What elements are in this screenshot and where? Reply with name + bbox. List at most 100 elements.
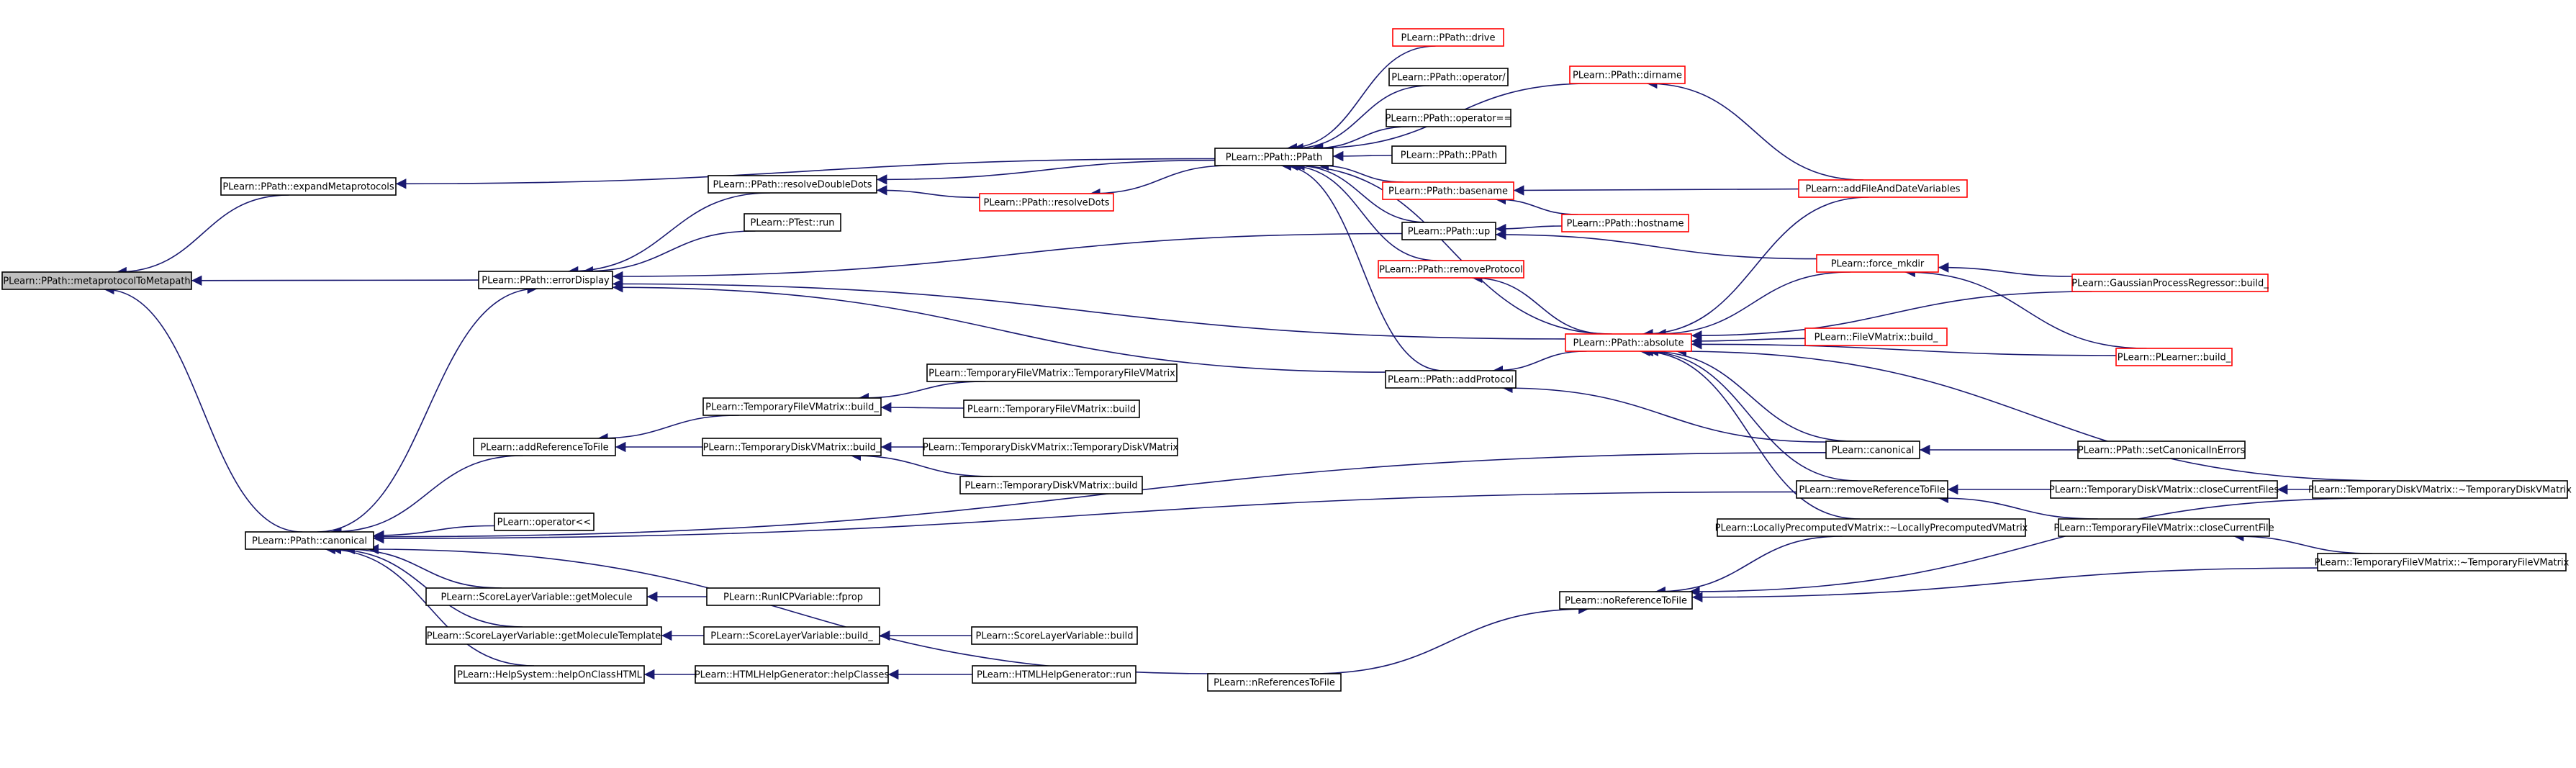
graph-node-tdvmDtor[interactable]: PLearn::TemporaryDiskVMatrix::~Temporary… (2308, 480, 2572, 499)
node-box[interactable] (1798, 179, 1968, 198)
graph-node-basename[interactable]: PLearn::PPath::basename (1382, 181, 1514, 200)
graph-node-runICPFprop[interactable]: PLearn::RunICPVariable::fprop (706, 587, 880, 606)
graph-node-canonical2[interactable]: PLearn::canonical (1825, 441, 1920, 459)
graph-node-tfvmCtor[interactable]: PLearn::TemporaryFileVMatrix::TemporaryF… (926, 363, 1178, 382)
graph-node-tdvmBuild_[interactable]: PLearn::TemporaryDiskVMatrix::build_ (702, 438, 882, 456)
node-box[interactable] (478, 271, 613, 289)
node-box[interactable] (923, 438, 1178, 456)
node-box[interactable] (2077, 441, 2246, 459)
node-box[interactable] (1825, 441, 1920, 459)
graph-node-helpClasses[interactable]: PLearn::HTMLHelpGenerator::helpClasses (695, 665, 890, 684)
node-box[interactable] (1378, 260, 1524, 279)
graph-node-plearnerBuild[interactable]: PLearn::PLearner::build_ (2115, 348, 2233, 366)
node-box[interactable] (1565, 333, 1692, 352)
graph-node-metaprotocolToMetapath[interactable]: PLearn::PPath::metaprotocolToMetapath (1, 271, 192, 290)
node-box[interactable] (2317, 553, 2567, 572)
node-box[interactable] (454, 665, 645, 684)
graph-node-opShift[interactable]: PLearn::operator<< (494, 512, 595, 531)
graph-node-drive[interactable]: PLearn::PPath::drive (1392, 28, 1504, 47)
graph-node-lpvmDtor[interactable]: PLearn::LocallyPrecomputedVMatrix::~Loca… (1715, 518, 2028, 537)
graph-node-up[interactable]: PLearn::PPath::up (1401, 222, 1496, 240)
node-box[interactable] (972, 665, 1136, 684)
graph-node-tfvmDtor[interactable]: PLearn::TemporaryFileVMatrix::~Temporary… (2315, 553, 2570, 572)
graph-node-tfvmBuild_[interactable]: PLearn::TemporaryFileVMatrix::build_ (702, 397, 882, 416)
graph-node-addProtocol[interactable]: PLearn::PPath::addProtocol (1385, 370, 1517, 389)
node-box[interactable] (425, 626, 662, 645)
graph-node-opEq[interactable]: PLearn::PPath::operator== (1386, 109, 1512, 127)
node-box[interactable] (494, 512, 595, 531)
node-box[interactable] (245, 531, 374, 550)
node-box[interactable] (702, 438, 882, 456)
graph-node-tdvmCloseCurrentFiles[interactable]: PLearn::TemporaryDiskVMatrix::closeCurre… (2049, 480, 2279, 499)
graph-node-ppathCtor[interactable]: PLearn::PPath::PPath (1214, 148, 1334, 166)
node-box[interactable] (1816, 254, 1939, 273)
graph-node-hostname[interactable]: PLearn::PPath::hostname (1561, 214, 1689, 232)
node-box[interactable] (1796, 480, 1948, 499)
node-box[interactable] (702, 397, 882, 416)
graph-node-tdvmBuild[interactable]: PLearn::TemporaryDiskVMatrix::build (959, 476, 1143, 494)
graph-node-nReferencesToFile[interactable]: PLearn::nReferencesToFile (1207, 673, 1342, 692)
node-box[interactable] (971, 626, 1138, 645)
node-box[interactable] (1561, 214, 1689, 232)
node-box[interactable] (2312, 480, 2568, 499)
graph-node-forceMkdir[interactable]: PLearn::force_mkdir (1816, 254, 1939, 273)
node-box[interactable] (1569, 65, 1686, 84)
graph-node-slvBuild_[interactable]: PLearn::ScoreLayerVariable::build_ (703, 626, 880, 645)
node-box[interactable] (963, 399, 1140, 418)
graph-node-tfvmCloseCurrentFile[interactable]: PLearn::TemporaryFileVMatrix::closeCurre… (2053, 518, 2274, 537)
node-box[interactable] (1804, 327, 1948, 346)
graph-node-dirname[interactable]: PLearn::PPath::dirname (1569, 65, 1686, 84)
graph-node-htmlRun[interactable]: PLearn::HTMLHelpGenerator::run (972, 665, 1136, 684)
node-box[interactable] (1207, 673, 1342, 692)
node-box[interactable] (1392, 28, 1504, 47)
node-box[interactable] (708, 175, 877, 194)
node-box[interactable] (1717, 518, 2026, 537)
graph-node-expandMetaprotocols[interactable]: PLearn::PPath::expandMetaprotocols (220, 177, 397, 196)
node-box[interactable] (1559, 591, 1693, 610)
graph-node-gaussianBuild[interactable]: PLearn::GaussianProcessRegressor::build_ (2071, 274, 2269, 292)
graph-node-resolveDoubleDots[interactable]: PLearn::PPath::resolveDoubleDots (708, 175, 877, 194)
node-box[interactable] (2071, 274, 2269, 292)
graph-node-removeReferenceToFile[interactable]: PLearn::removeReferenceToFile (1796, 480, 1948, 499)
graph-node-getMoleculeTemplate[interactable]: PLearn::ScoreLayerVariable::getMoleculeT… (425, 626, 662, 645)
node-box[interactable] (1391, 145, 1506, 164)
node-box[interactable] (2115, 348, 2233, 366)
node-box[interactable] (959, 476, 1143, 494)
node-box[interactable] (1214, 148, 1334, 166)
graph-node-addReferenceToFile[interactable]: PLearn::addReferenceToFile (473, 438, 616, 456)
node-box[interactable] (703, 626, 880, 645)
graph-node-slvBuild[interactable]: PLearn::ScoreLayerVariable::build (971, 626, 1138, 645)
node-box[interactable] (744, 213, 841, 232)
graph-node-canonical1[interactable]: PLearn::PPath::canonical (245, 531, 374, 550)
node-box[interactable] (1385, 370, 1517, 389)
node-box[interactable] (926, 363, 1178, 382)
node-box[interactable] (1, 271, 192, 290)
node-box[interactable] (1386, 109, 1511, 127)
graph-node-fileVMatrixBuild[interactable]: PLearn::FileVMatrix::build_ (1804, 327, 1948, 346)
node-box[interactable] (473, 438, 616, 456)
graph-node-ptestRun[interactable]: PLearn::PTest::run (744, 213, 841, 232)
node-box[interactable] (220, 177, 397, 196)
graph-node-noReferenceToFile[interactable]: PLearn::noReferenceToFile (1559, 591, 1693, 610)
node-box[interactable] (706, 587, 880, 606)
graph-node-getMolecule[interactable]: PLearn::ScoreLayerVariable::getMolecule (425, 587, 648, 606)
graph-node-errorDisplay[interactable]: PLearn::PPath::errorDisplay (478, 271, 613, 289)
node-box[interactable] (1401, 222, 1496, 240)
graph-node-ppath2[interactable]: PLearn::PPath::PPath (1391, 145, 1506, 164)
node-box[interactable] (2050, 480, 2278, 499)
graph-node-removeProtocol[interactable]: PLearn::PPath::removeProtocol (1378, 260, 1524, 279)
node-box[interactable] (2058, 518, 2270, 537)
node-box[interactable] (979, 193, 1114, 212)
graph-node-addFileAndDateVariables[interactable]: PLearn::addFileAndDateVariables (1798, 179, 1968, 198)
graph-node-setCanonicalInErrors[interactable]: PLearn::PPath::setCanonicalInErrors (2077, 441, 2246, 459)
node-box[interactable] (1388, 68, 1509, 86)
graph-node-opSlash[interactable]: PLearn::PPath::operator/ (1388, 68, 1509, 86)
node-box[interactable] (1382, 181, 1514, 200)
graph-node-helpOnClassHTML[interactable]: PLearn::HelpSystem::helpOnClassHTML (454, 665, 645, 684)
node-box[interactable] (425, 587, 648, 606)
graph-node-resolveDots[interactable]: PLearn::PPath::resolveDots (979, 193, 1114, 212)
node-box[interactable] (695, 665, 889, 684)
graph-node-tdvmCtor[interactable]: PLearn::TemporaryDiskVMatrix::TemporaryD… (923, 438, 1178, 456)
graph-node-tfvmBuild[interactable]: PLearn::TemporaryFileVMatrix::build (963, 399, 1140, 418)
graph-node-absolute[interactable]: PLearn::PPath::absolute (1565, 333, 1692, 352)
